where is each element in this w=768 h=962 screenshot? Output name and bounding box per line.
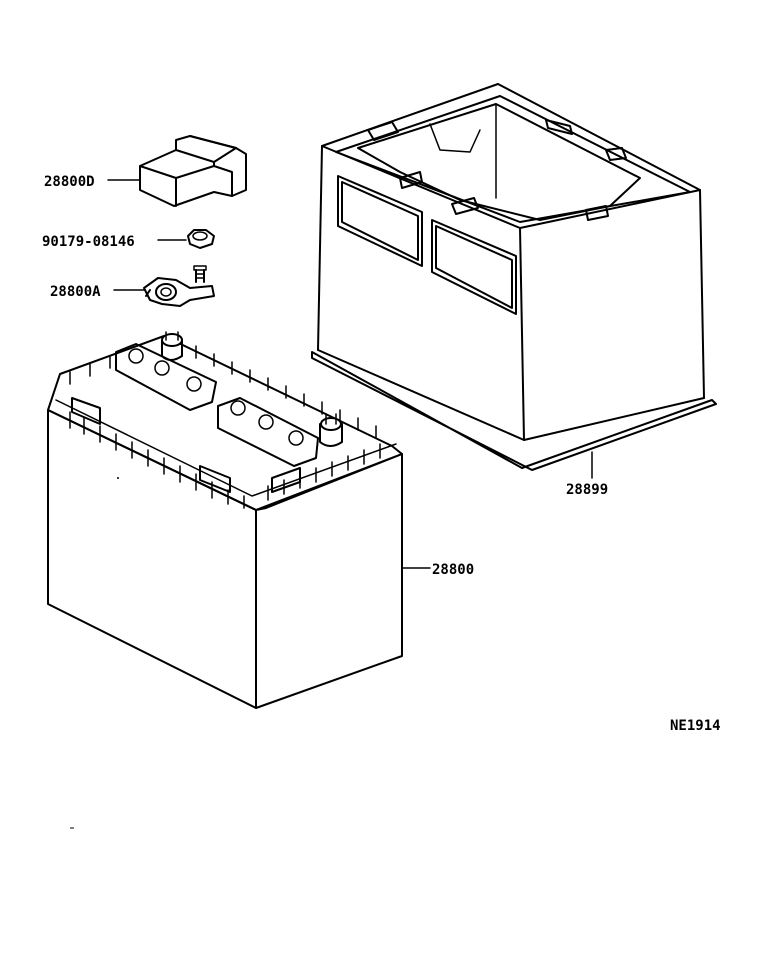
label-tray: 28899: [566, 482, 608, 498]
terminal-cover-drawing: [139, 135, 247, 207]
terminal-clamp-drawing: [143, 265, 215, 307]
label-battery: 28800: [432, 562, 474, 578]
label-nut: 90179-08146: [42, 234, 135, 250]
figure-code: NE1914: [670, 718, 721, 734]
battery-tray-drawing: [311, 83, 717, 471]
label-cover: 28800D: [44, 174, 95, 190]
battery-drawing: [47, 331, 403, 709]
label-terminal: 28800A: [50, 284, 101, 300]
nut-drawing: [187, 229, 215, 249]
speck-dot: [117, 477, 119, 479]
